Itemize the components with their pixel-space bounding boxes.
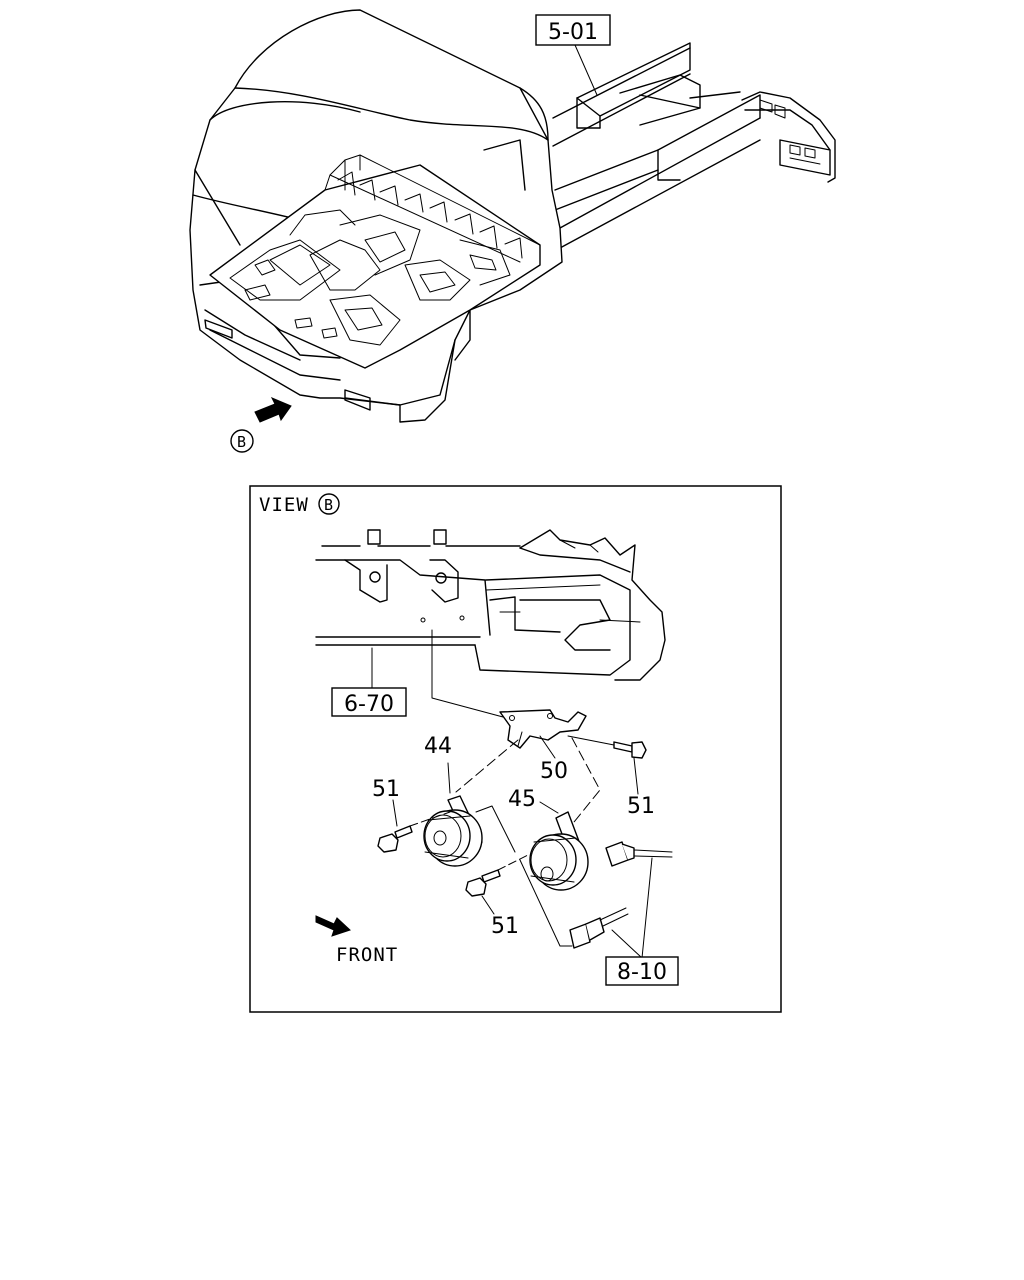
horn-bracket-illustration — [499, 709, 587, 749]
ref-label-wiring: 8-10 — [617, 960, 667, 985]
callout-bolt-left: 51 — [372, 777, 400, 802]
ref-label-bumper: 6-70 — [344, 692, 394, 717]
bolt-right-illustration — [613, 741, 647, 759]
ref-box-bumper[interactable] — [331, 687, 407, 717]
cab-and-frame-illustration: B 5-01 — [189, 9, 836, 453]
callout-bolt-bottom: 51 — [491, 914, 519, 939]
view-title: VIEW — [259, 494, 309, 516]
view-b-marker-icon: B — [230, 429, 254, 453]
svg-text:B: B — [324, 496, 334, 514]
ref-box-wiring[interactable] — [605, 956, 679, 986]
horn-harness-connector-lower — [569, 907, 629, 949]
ref-label-frame: 5-01 — [548, 20, 598, 45]
ref-box-frame[interactable] — [535, 14, 611, 46]
view-panel-border — [249, 485, 782, 1013]
front-label: FRONT — [336, 944, 398, 966]
bumper-section-illustration — [315, 529, 666, 681]
callout-horn-low: 44 — [424, 734, 452, 759]
view-title-marker-icon: B — [318, 493, 340, 515]
view-b-panel: VIEW B — [249, 485, 782, 1013]
horn-harness-connector-upper — [605, 841, 673, 867]
horn-high-illustration — [529, 811, 589, 891]
callout-bracket: 50 — [540, 759, 568, 784]
bolt-bottom-illustration — [465, 869, 501, 897]
bolt-left-illustration — [377, 825, 413, 853]
svg-text:B: B — [237, 433, 247, 451]
callout-horn-high: 45 — [508, 787, 536, 812]
view-direction-arrow-icon — [254, 397, 292, 423]
callout-bolt-right: 51 — [627, 794, 655, 819]
horn-low-illustration — [423, 795, 483, 867]
front-direction-arrow-icon — [315, 915, 351, 937]
